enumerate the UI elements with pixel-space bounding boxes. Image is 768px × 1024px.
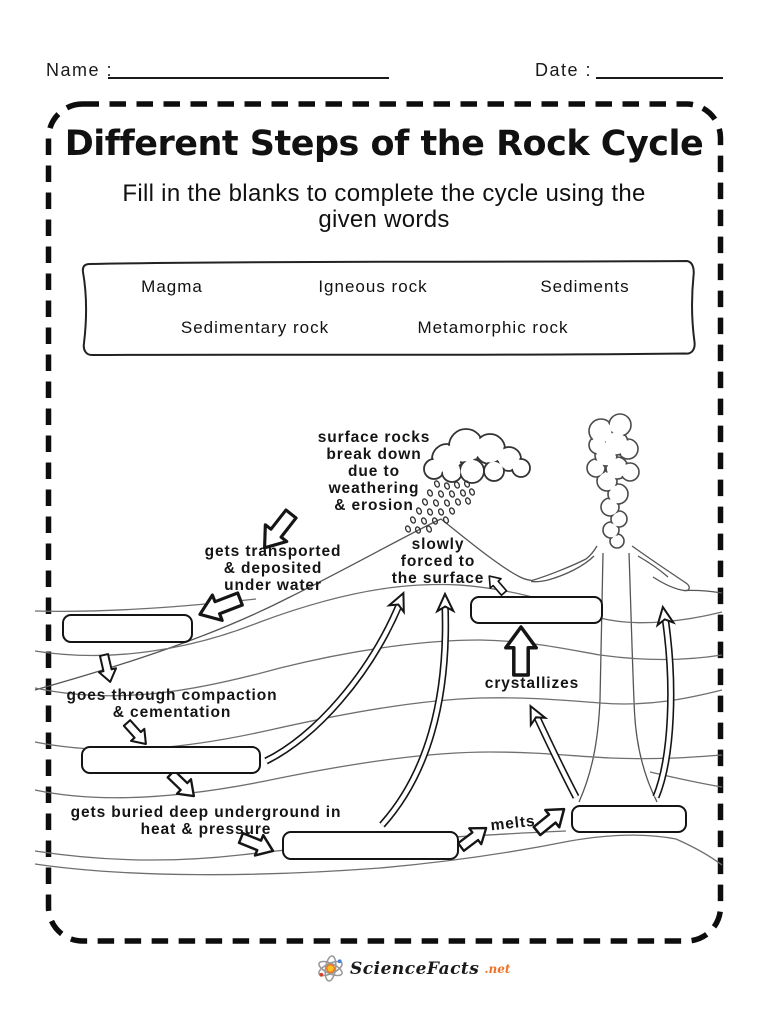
label-compaction: goes through compaction & cementation xyxy=(66,687,278,721)
date-input-line[interactable] xyxy=(596,77,723,79)
answer-box-4[interactable] xyxy=(571,805,687,833)
rain-cloud xyxy=(423,428,531,484)
crystallize-curved-arrow xyxy=(522,701,580,799)
mountain-surface xyxy=(34,518,598,691)
brand-tld: .net xyxy=(484,961,511,976)
atom-icon xyxy=(318,955,343,982)
melts-left-arrow xyxy=(453,818,494,857)
brand-name: ScienceFacts xyxy=(350,958,480,979)
volcano-conduit xyxy=(578,552,658,803)
compaction-arrow xyxy=(119,715,154,751)
word-bank-item-sediments: Sediments xyxy=(540,277,630,296)
label-buried: gets buried deep underground in heat & p… xyxy=(70,804,342,838)
band-arrows xyxy=(264,588,675,828)
answer-box-2[interactable] xyxy=(81,746,261,774)
word-bank-item-magma: Magma xyxy=(141,277,203,296)
dashed-border xyxy=(45,101,724,944)
label-transported: gets transported & deposited under water xyxy=(204,543,342,594)
word-bank-item-metamorphic-rock: Metamorphic rock xyxy=(417,318,569,337)
uplift-arrow-from-metamorphic xyxy=(379,592,455,828)
word-bank-item-igneous-rock: Igneous rock xyxy=(318,277,428,296)
crystallizes-up-arrow xyxy=(504,625,538,677)
uplift-arrow-right xyxy=(652,604,675,799)
answer-box-3[interactable] xyxy=(282,831,459,860)
date-label: Date : xyxy=(535,60,593,80)
answer-box-1[interactable] xyxy=(62,614,193,643)
label-crystallizes: crystallizes xyxy=(484,675,580,692)
name-input-line[interactable] xyxy=(108,77,389,79)
answer-box-5[interactable] xyxy=(470,596,603,624)
volcano-smoke xyxy=(586,413,640,549)
word-bank-banner xyxy=(81,259,696,357)
label-weathering: surface rocks break down due to weatheri… xyxy=(317,429,431,514)
melts-right-arrow xyxy=(528,799,573,841)
name-label: Name : xyxy=(46,60,114,80)
footer-brand: ScienceFacts .net xyxy=(316,954,510,983)
instructions: Fill in the blanks to complete the cycle… xyxy=(122,180,646,233)
word-bank-item-sedimentary-rock: Sedimentary rock xyxy=(180,318,330,337)
page-title: Different Steps of the Rock Cycle xyxy=(64,124,704,164)
label-forced-to-surface: slowly forced to the surface xyxy=(391,536,485,587)
uplift-arrow-from-sedimentary xyxy=(264,588,412,765)
surface-pointer-arrow xyxy=(483,570,511,599)
sediments-down-arrow xyxy=(94,652,120,685)
